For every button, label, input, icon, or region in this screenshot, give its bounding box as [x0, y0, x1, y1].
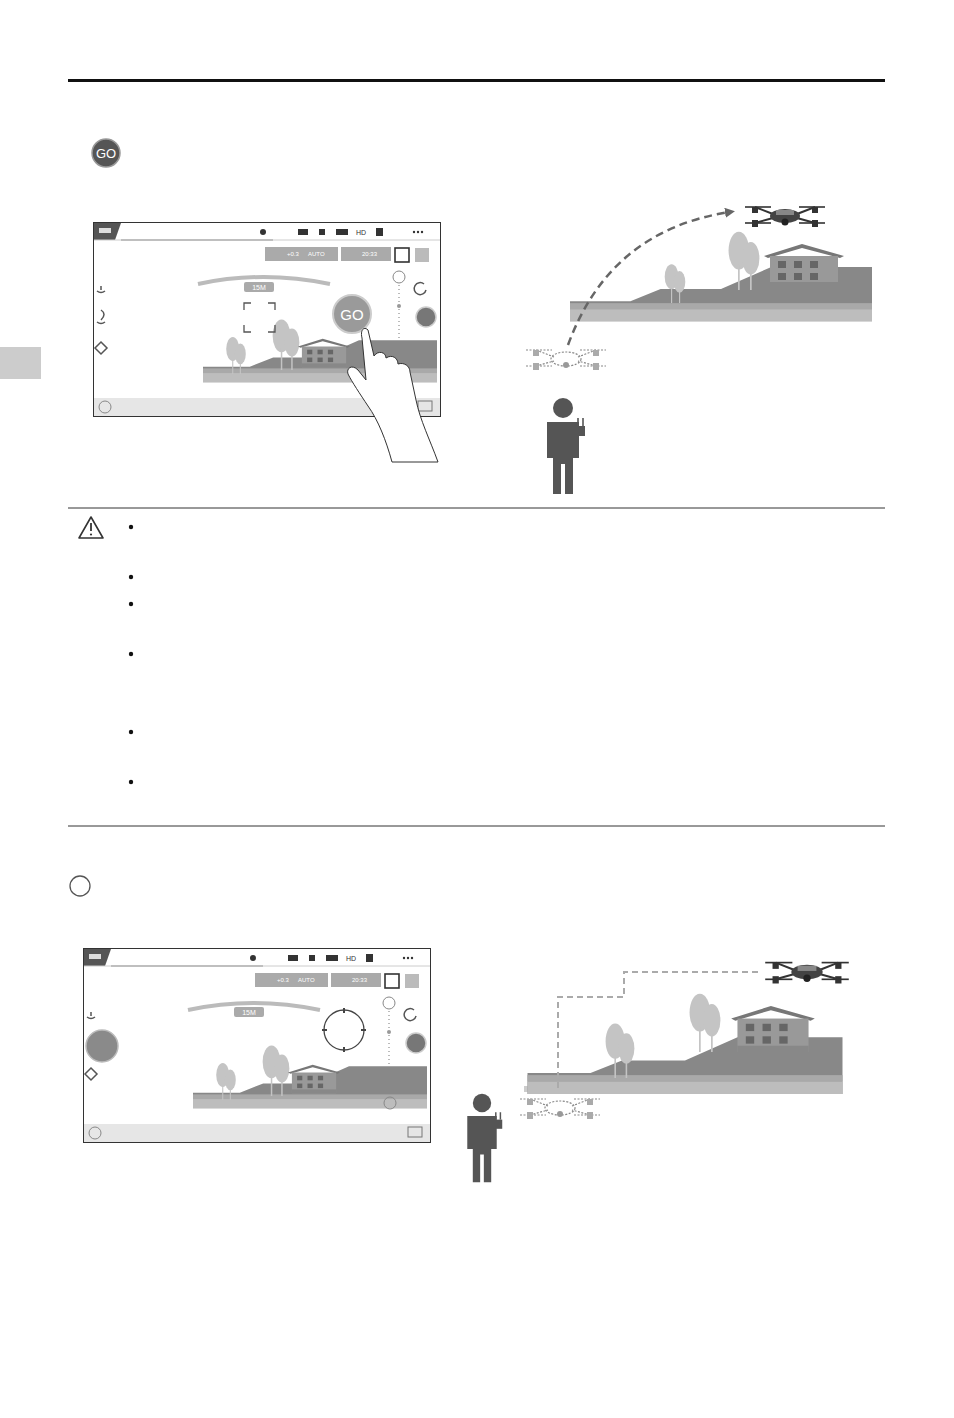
section-icon	[70, 876, 90, 896]
land-button	[86, 1030, 118, 1062]
chapter-tab	[0, 347, 41, 379]
landing-illustration	[467, 963, 848, 1183]
slider-end	[384, 1097, 396, 1109]
go-button	[333, 295, 371, 333]
distance-readout: 15M	[242, 1009, 256, 1016]
notice-box	[68, 508, 885, 826]
landing-target	[324, 1010, 364, 1050]
exposure-value: +0.3	[277, 977, 289, 983]
remaining-time: 20:33	[362, 251, 377, 257]
remaining-time: 20:33	[352, 977, 367, 983]
distance-pill	[244, 282, 274, 292]
hand	[348, 328, 438, 462]
focus-frame	[244, 303, 275, 332]
iso-mode: AUTO	[308, 251, 325, 257]
go-icon	[92, 139, 120, 167]
distance-pill	[234, 1007, 264, 1017]
hd-signal: HD	[346, 955, 356, 962]
takeoff-illustration	[526, 207, 872, 494]
go-button-node: GO	[333, 295, 371, 333]
exposure-value: +0.3	[287, 251, 299, 257]
app-screen	[84, 949, 431, 1143]
target-ticks	[322, 1008, 366, 1052]
iso-mode: AUTO	[298, 977, 315, 983]
go-icon-node: GO	[92, 139, 120, 167]
header-rule	[68, 79, 885, 82]
distance-readout: 15M	[252, 284, 266, 291]
button-label: GO	[340, 307, 363, 322]
button-label: GO	[96, 147, 116, 160]
hd-signal: HD	[356, 229, 366, 236]
